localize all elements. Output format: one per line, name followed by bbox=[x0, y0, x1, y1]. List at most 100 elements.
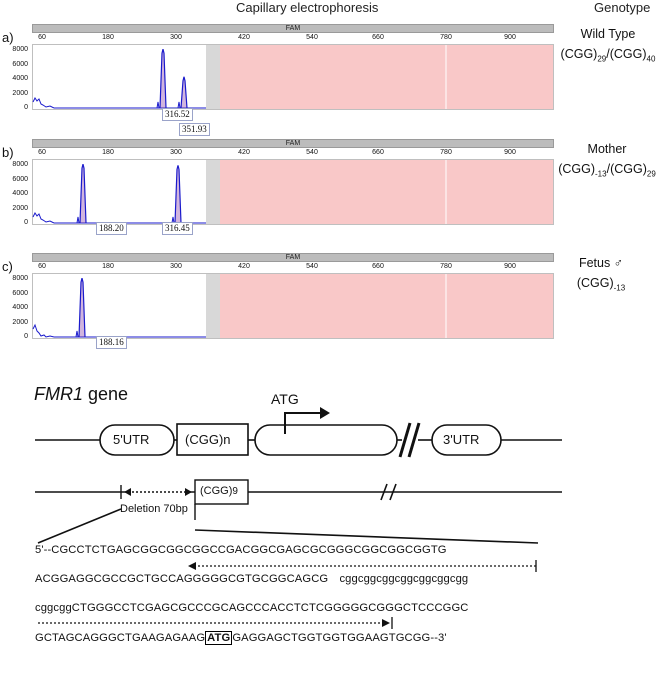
y-tick-label: 8000 bbox=[12, 275, 28, 282]
y-tick-label: 8000 bbox=[12, 161, 28, 168]
genotype-b: Mother (CGG)-13/(CGG)29 bbox=[558, 139, 656, 185]
atg-label: ATG bbox=[271, 391, 299, 407]
y-tick-label: 0 bbox=[24, 104, 28, 111]
x-tick-label: 300 bbox=[170, 263, 182, 270]
cgg-repeat-box bbox=[176, 423, 249, 456]
excluded-region bbox=[220, 274, 553, 338]
panel-c-label: c) bbox=[2, 259, 13, 274]
x-tick-label: 300 bbox=[170, 34, 182, 41]
fam-channel-bar: FAM bbox=[32, 253, 554, 262]
arrowhead-right bbox=[185, 488, 192, 496]
electrophoresis-header: Capillary electrophoresis bbox=[236, 0, 379, 15]
sequence-line-2: ACGGAGGCGCCGCTGCCAGGGGGCGTGCGGCAGCG cggc… bbox=[35, 573, 469, 585]
break-mark bbox=[389, 483, 397, 501]
peak-label: 351.93 bbox=[179, 123, 210, 136]
x-tick-label: 780 bbox=[440, 149, 452, 156]
genotype-header: Genotype bbox=[594, 0, 651, 15]
peak-label: 188.16 bbox=[96, 336, 127, 349]
genotype-c-name: Fetus ♂ bbox=[578, 256, 624, 270]
x-tick-label: 540 bbox=[306, 34, 318, 41]
x-tick-label: 660 bbox=[372, 149, 384, 156]
genotype-a-alleles: (CGG)29/(CGG)40 bbox=[560, 47, 656, 64]
genotype-c: Fetus ♂ (CGG)-13 bbox=[566, 253, 636, 299]
trace-svg bbox=[32, 274, 553, 338]
y-tick-label: 4000 bbox=[12, 75, 28, 82]
signal-peak bbox=[180, 76, 188, 109]
x-tick-label: 180 bbox=[102, 34, 114, 41]
excluded-region bbox=[220, 45, 553, 109]
break-mark bbox=[407, 422, 421, 458]
y-tick-label: 4000 bbox=[12, 304, 28, 311]
x-tick-label: 420 bbox=[238, 34, 250, 41]
panel-a-label: a) bbox=[2, 30, 14, 45]
x-tick-label: 60 bbox=[38, 34, 46, 41]
x-tick-label: 420 bbox=[238, 263, 250, 270]
baseline-noise bbox=[32, 212, 55, 224]
x-tick-label: 540 bbox=[306, 263, 318, 270]
trace-svg bbox=[32, 45, 553, 109]
x-tick-label: 900 bbox=[504, 34, 516, 41]
genotype-b-alleles: (CGG)-13/(CGG)29 bbox=[558, 162, 656, 179]
genotype-a-name: Wild Type bbox=[580, 27, 636, 41]
utr3-label: 3'UTR bbox=[443, 432, 480, 447]
y-tick-label: 0 bbox=[24, 333, 28, 340]
size-standard-gap bbox=[206, 45, 220, 109]
x-tick-label: 780 bbox=[440, 34, 452, 41]
deletion-label: Deletion 70bp bbox=[120, 503, 188, 515]
peak-label: 316.52 bbox=[162, 108, 193, 121]
panel-b-label: b) bbox=[2, 145, 14, 160]
peak-label: 188.20 bbox=[96, 222, 127, 235]
break-mark bbox=[398, 422, 412, 458]
x-tick-label: 660 bbox=[372, 263, 384, 270]
x-tick-label: 900 bbox=[504, 149, 516, 156]
size-standard-gap bbox=[206, 274, 220, 338]
x-tick-label: 660 bbox=[372, 34, 384, 41]
x-tick-label: 60 bbox=[38, 263, 46, 270]
trace-svg bbox=[32, 160, 553, 224]
signal-peak bbox=[159, 49, 167, 109]
baseline-noise bbox=[32, 323, 55, 338]
atg-arrowhead bbox=[320, 407, 330, 419]
excluded-region bbox=[220, 160, 553, 224]
fam-channel-bar: FAM bbox=[32, 24, 554, 33]
peak-label: 316.45 bbox=[162, 222, 193, 235]
signal-peak bbox=[174, 165, 182, 224]
utr5-label: 5'UTR bbox=[113, 432, 150, 447]
sequence-line-1: 5'--CGCCTCTGAGCGGCGGCGGCCGACGGCGAGCGCGGG… bbox=[35, 544, 447, 556]
genotype-a: Wild Type (CGG)29/(CGG)40 bbox=[560, 24, 656, 70]
size-standard-gap bbox=[206, 160, 220, 224]
zoom-line-left bbox=[37, 508, 122, 544]
arrowhead-right bbox=[382, 619, 390, 627]
x-tick-label: 180 bbox=[102, 263, 114, 270]
y-tick-label: 2000 bbox=[12, 318, 28, 326]
break-mark bbox=[380, 483, 388, 501]
arrowhead-left bbox=[188, 562, 196, 570]
y-tick-label: 4000 bbox=[12, 190, 28, 197]
x-tick-label: 300 bbox=[170, 149, 182, 156]
fam-channel-bar: FAM bbox=[32, 139, 554, 148]
y-tick-label: 8000 bbox=[12, 46, 28, 53]
sequence-line-3: cggcggCTGGGCCTCGAGCGCCCGCAGCCCACCTCTCGGG… bbox=[35, 602, 469, 614]
y-tick-label: 2000 bbox=[12, 89, 28, 97]
y-tick-label: 2000 bbox=[12, 204, 28, 212]
x-tick-label: 900 bbox=[504, 263, 516, 270]
cgg9-label: (CGG)9 bbox=[200, 485, 238, 497]
x-tick-label: 420 bbox=[238, 149, 250, 156]
baseline-noise bbox=[32, 97, 55, 109]
arrowhead-left bbox=[124, 488, 131, 496]
y-tick-label: 6000 bbox=[12, 175, 28, 183]
y-tick-label: 6000 bbox=[12, 289, 28, 297]
y-tick-label: 0 bbox=[24, 219, 28, 226]
cgg-repeat-label: (CGG)n bbox=[185, 432, 231, 447]
zoom-line-right bbox=[194, 529, 539, 544]
atg-arrow bbox=[284, 412, 320, 434]
x-tick-label: 180 bbox=[102, 149, 114, 156]
x-axis-ticks: 60 180 300 420 540 660 780 900 bbox=[32, 34, 554, 44]
coding-region-box bbox=[254, 424, 398, 456]
x-tick-label: 540 bbox=[306, 149, 318, 156]
atg-start-codon: ATG bbox=[205, 631, 233, 645]
